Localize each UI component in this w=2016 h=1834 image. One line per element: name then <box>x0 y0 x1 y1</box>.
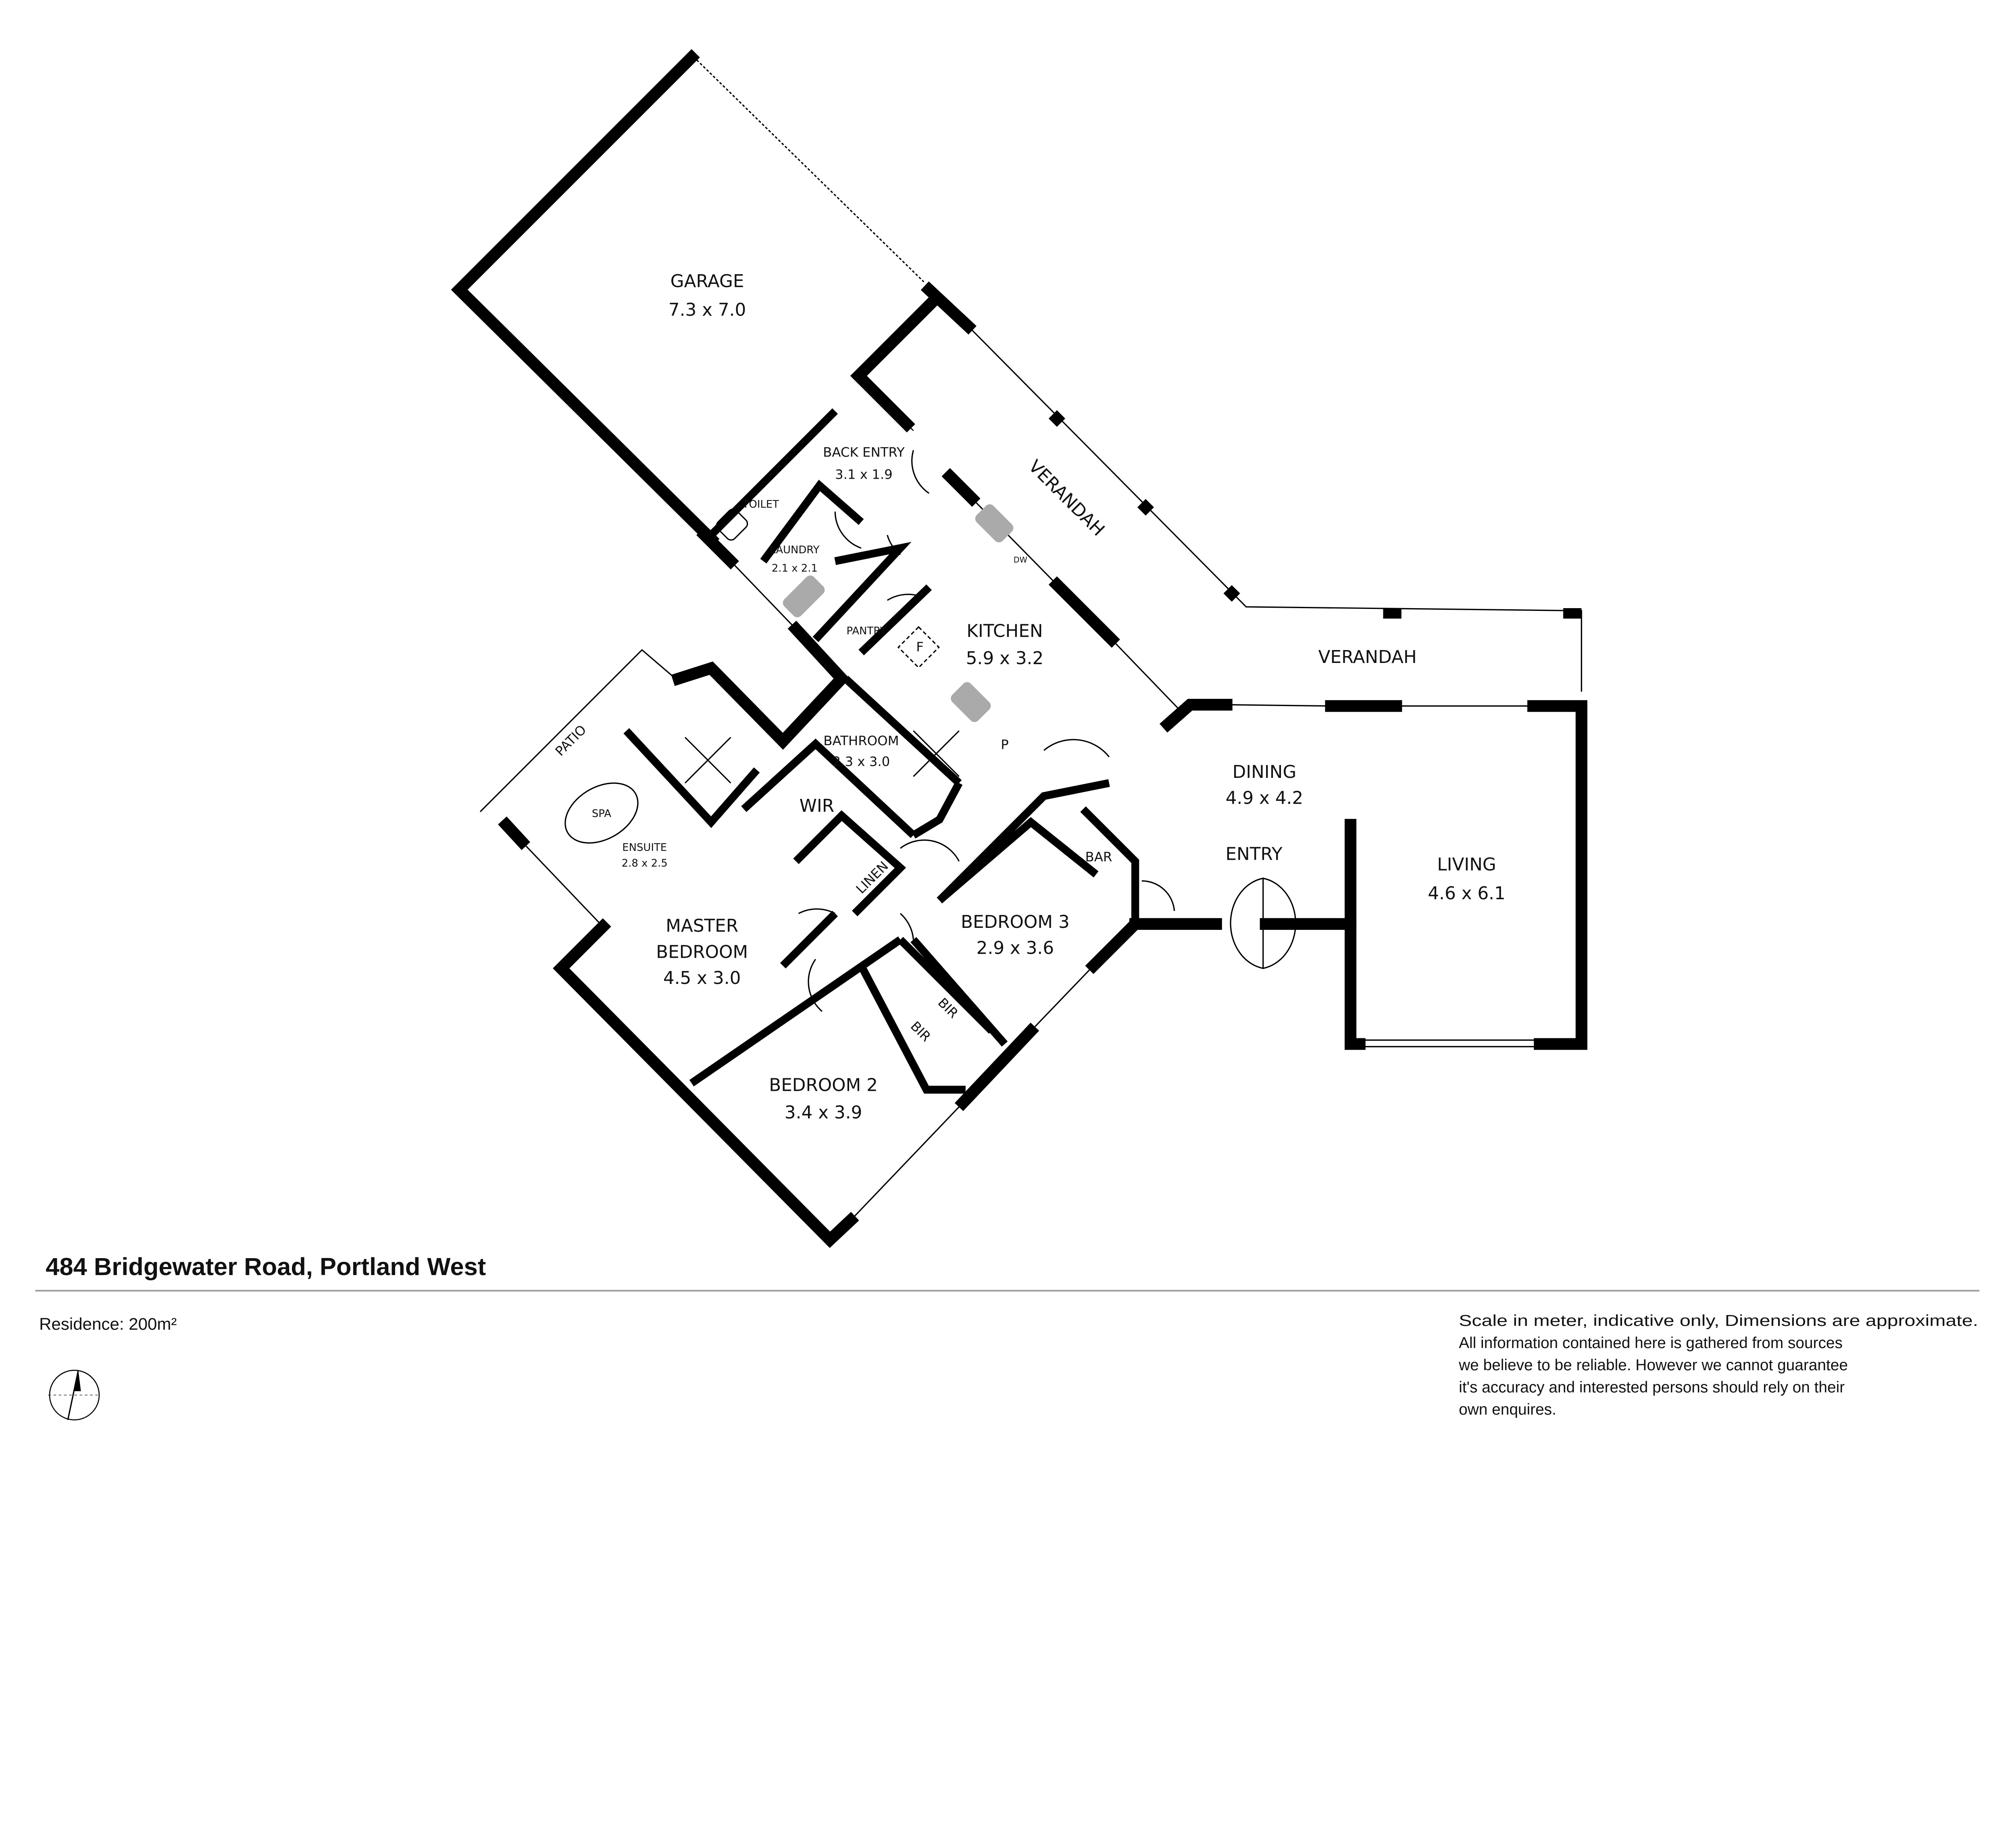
living-size: 4.6 x 6.1 <box>1428 883 1506 904</box>
disclaimer: Scale in meter, indicative only, Dimensi… <box>1458 1312 1978 1418</box>
fridge-space <box>897 626 940 669</box>
wir-label: WIR <box>800 796 834 816</box>
verandah-label-2: VERANDAH <box>1318 647 1416 667</box>
bedroom-3-label: BEDROOM 3 <box>961 912 1070 932</box>
pantry-label: PANTRY <box>846 625 886 637</box>
disclaimer-line: All information contained here is gather… <box>1459 1334 1843 1352</box>
spa-label: SPA <box>592 808 611 820</box>
dining-label: DINING <box>1233 762 1297 782</box>
disclaimer-line: Scale in meter, indicative only, Dimensi… <box>1459 1312 1978 1330</box>
north-arrow-icon <box>48 1369 101 1421</box>
interior-walls <box>623 408 1139 1094</box>
bathroom-size: 2.3 x 3.0 <box>833 754 890 769</box>
fixtures <box>564 504 1014 844</box>
spa-icon <box>564 782 639 844</box>
bedroom-2-label: BEDROOM 2 <box>769 1075 878 1095</box>
master-bedroom-label-1: MASTER <box>666 916 738 936</box>
laundry-size: 2.1 x 2.1 <box>772 562 818 574</box>
entry-door <box>1230 877 1264 969</box>
back-entry-size: 3.1 x 1.9 <box>835 467 893 482</box>
address-title: 484 Bridgewater Road, Portland West <box>46 1253 486 1281</box>
kitchen-sink-icon <box>975 504 1014 543</box>
toilet-label: TOILET <box>742 498 779 511</box>
verandah-outline <box>968 325 1582 692</box>
garage-label: GARAGE <box>671 271 744 292</box>
exterior-walls <box>479 367 1587 1248</box>
disclaimer-line: it's accuracy and interested persons sho… <box>1459 1379 1845 1396</box>
garage-size: 7.3 x 7.0 <box>669 300 746 320</box>
dining-size: 4.9 x 4.2 <box>1226 788 1304 809</box>
pantry-cupboard-label: P <box>1001 737 1009 752</box>
shower-icon <box>913 730 960 777</box>
laundry-label: LAUNDRY <box>770 544 819 556</box>
kitchen-size: 5.9 x 3.2 <box>966 648 1044 669</box>
bathroom-label: BATHROOM <box>823 733 899 748</box>
disclaimer-line: own enquires. <box>1459 1401 1556 1418</box>
kitchen-label: KITCHEN <box>966 621 1043 641</box>
verandah-label-1: VERANDAH <box>1025 456 1109 540</box>
master-bedroom-label-2: BEDROOM <box>656 942 748 962</box>
disclaimer-line: we believe to be reliable. However we ca… <box>1458 1357 1848 1374</box>
garage-walls <box>451 49 977 548</box>
master-bedroom-size: 4.5 x 3.0 <box>663 968 741 988</box>
bir-label-2: BIR <box>908 1018 934 1044</box>
ensuite-label: ENSUITE <box>622 842 667 854</box>
patio-label: PATIO <box>552 722 589 759</box>
laundry-tub-icon <box>783 575 825 617</box>
bedroom-2-size: 3.4 x 3.9 <box>785 1102 862 1123</box>
room-labels: GARAGE 7.3 x 7.0 BACK ENTRY 3.1 x 1.9 TO… <box>552 271 1506 1123</box>
dishwasher-label: DW <box>1014 555 1027 565</box>
door-swings <box>798 450 1297 1012</box>
ensuite-size: 2.8 x 2.5 <box>622 857 668 869</box>
residence-area: Residence: 200m² <box>39 1315 177 1334</box>
garage-door <box>696 59 925 283</box>
back-entry-label: BACK ENTRY <box>823 445 905 460</box>
cooktop-icon <box>951 682 991 722</box>
bedroom-3-size: 2.9 x 3.6 <box>977 938 1054 959</box>
bar-label: BAR <box>1085 849 1112 865</box>
toilet-icon <box>716 509 748 541</box>
living-label: LIVING <box>1437 854 1496 875</box>
floor-plan: GARAGE 7.3 x 7.0 BACK ENTRY 3.1 x 1.9 TO… <box>35 49 1980 1421</box>
fridge-label: F <box>916 639 924 654</box>
entry-label: ENTRY <box>1225 844 1282 865</box>
